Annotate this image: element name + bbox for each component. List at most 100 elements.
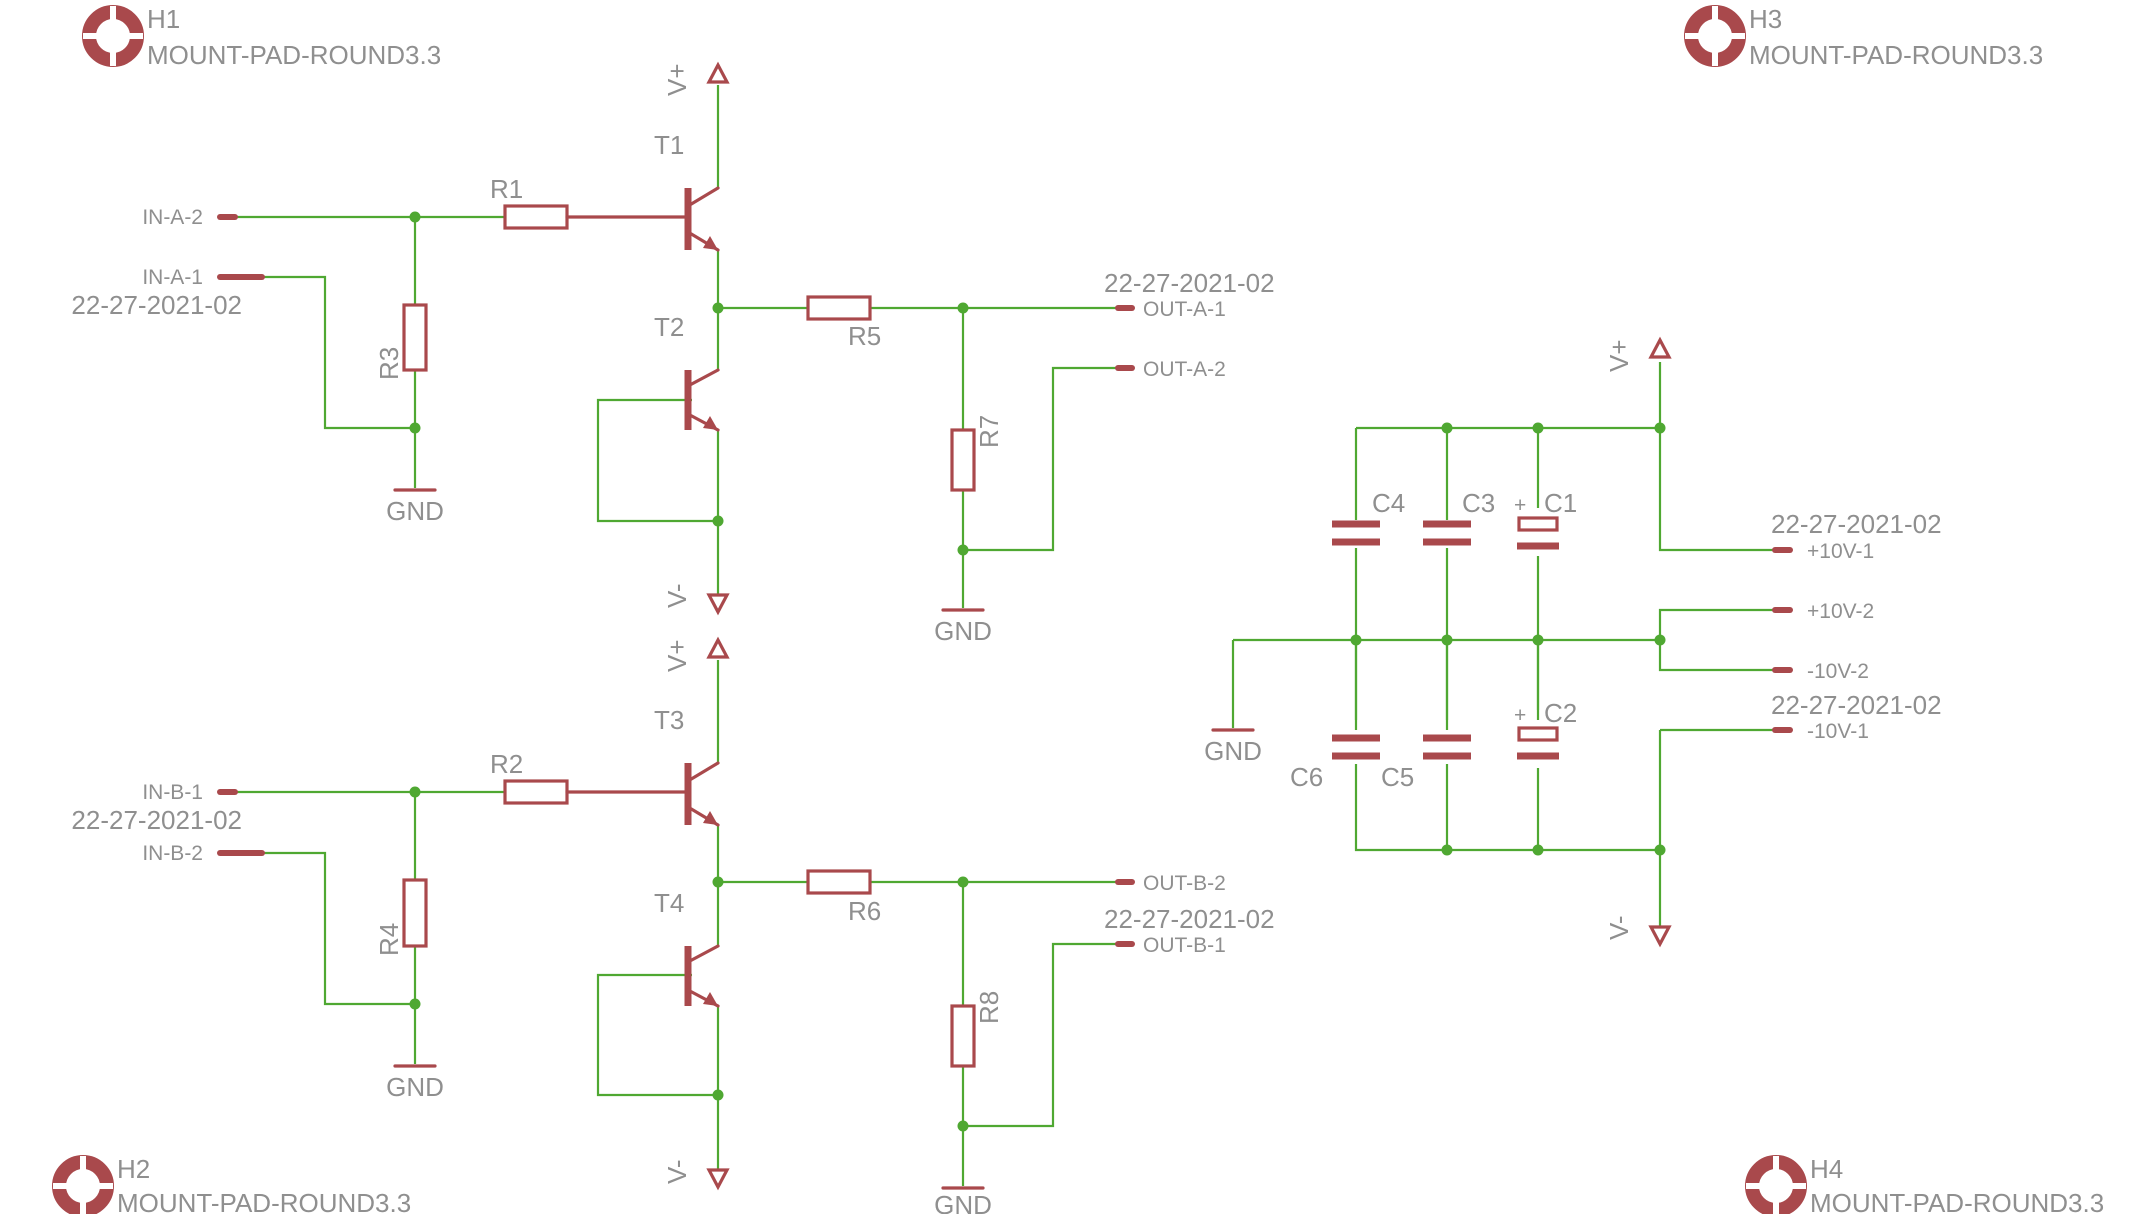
connector-label: +10V-1 [1807, 540, 1874, 563]
connector-out-a-2: OUT-A-2 [1115, 358, 1226, 381]
connector-label: -10V-2 [1807, 660, 1869, 683]
mount-pad-name: H3 [1749, 4, 1782, 34]
capacitor-c2: + C2 [1514, 698, 1577, 760]
resistor-r8: R8 [950, 991, 1004, 1068]
connector-label: OUT-B-2 [1143, 872, 1226, 895]
vminus-symbol-b: V- [662, 1159, 730, 1191]
resistor-icon [806, 869, 872, 895]
vminus-symbol-a: V- [662, 583, 730, 616]
vplus-symbol-a: V+ [662, 61, 730, 96]
capacitor-icon [1423, 734, 1471, 760]
supply-label: V+ [662, 639, 692, 672]
resistor-icon [503, 204, 569, 230]
connector-m10v-2: -10V-2 [1772, 660, 1869, 683]
connector-in-b-2: IN-B-2 [142, 842, 265, 865]
vplus-arrow-icon [706, 61, 730, 84]
resistor-r7: R7 [950, 415, 1004, 492]
polarized-capacitor-icon [1517, 516, 1559, 550]
supply-label: V- [662, 583, 692, 608]
capacitor-c1: + C1 [1514, 488, 1577, 550]
vplus-arrow-icon [1648, 336, 1672, 359]
supply-label: V+ [662, 63, 692, 96]
connector-in-a-1: IN-A-1 22-27-2021-02 [71, 266, 265, 320]
mount-pad-value: MOUNT-PAD-ROUND3.3 [147, 40, 441, 70]
connector-out-b-1: 22-27-2021-02 OUT-B-1 [1104, 904, 1275, 957]
npn-transistor-icon [684, 761, 720, 827]
npn-transistor-icon [684, 186, 720, 252]
transistor-t2: T2 [654, 312, 720, 432]
supply-label: GND [386, 496, 444, 526]
resistor-label: R1 [490, 174, 523, 204]
resistor-icon [402, 878, 428, 948]
capacitor-label: C4 [1372, 488, 1405, 518]
mount-pad-icon [82, 5, 144, 67]
vplus-symbol-b: V+ [662, 636, 730, 672]
transistor-label: T2 [654, 312, 684, 342]
vminus-arrow-icon [1648, 925, 1672, 948]
connector-in-b-1: IN-B-1 22-27-2021-02 [71, 781, 242, 835]
transistor-t4: T4 [654, 888, 720, 1008]
connector-label: OUT-A-2 [1143, 358, 1226, 381]
resistor-label: R4 [374, 923, 404, 956]
capacitor-icon [1332, 520, 1380, 546]
connector-label: IN-B-1 [142, 781, 203, 804]
capacitor-label: C6 [1290, 762, 1323, 792]
capacitor-label: C5 [1381, 762, 1414, 792]
vminus-arrow-icon [706, 1168, 730, 1191]
mount-pad-icon [1684, 5, 1746, 67]
connector-label: IN-B-2 [142, 842, 203, 865]
gnd-symbol-4: GND [934, 1186, 992, 1214]
gnd-symbol-2: GND [934, 608, 992, 646]
vplus-arrow-icon [706, 636, 730, 659]
connector-part-label: 22-27-2021-02 [71, 290, 242, 320]
vminus-arrow-icon [706, 593, 730, 616]
resistor-label: R3 [374, 347, 404, 380]
mount-pad-icon [52, 1155, 114, 1214]
resistor-icon [950, 428, 976, 492]
mount-pad-h3: H3 MOUNT-PAD-ROUND3.3 [1684, 4, 2043, 70]
transistor-label: T4 [654, 888, 684, 918]
resistor-label: R6 [848, 896, 881, 926]
connector-part-label: 22-27-2021-02 [71, 805, 242, 835]
connector-part-label: 22-27-2021-02 [1771, 690, 1942, 720]
supply-label: V+ [1604, 339, 1634, 372]
wires [235, 85, 1775, 1186]
connector-label: OUT-B-1 [1143, 934, 1226, 957]
connector-m10v-1: 22-27-2021-02 -10V-1 [1771, 690, 1942, 743]
connector-out-b-2: OUT-B-2 [1115, 872, 1226, 895]
resistor-r1: R1 [490, 174, 687, 230]
resistor-r2: R2 [490, 749, 687, 805]
connector-part-label: 22-27-2021-02 [1104, 268, 1275, 298]
gnd-symbol-1: GND [386, 488, 444, 526]
capacitor-label: C3 [1462, 488, 1495, 518]
capacitor-c4: C4 [1332, 488, 1405, 546]
transistor-t1: T1 [654, 130, 720, 252]
mount-pad-name: H2 [117, 1154, 150, 1184]
resistor-r5: R5 [806, 295, 881, 351]
npn-transistor-icon [684, 944, 720, 1008]
npn-transistor-icon [684, 368, 720, 432]
transistor-label: T3 [654, 705, 684, 735]
resistor-label: R8 [974, 991, 1004, 1024]
mount-pad-name: H1 [147, 4, 180, 34]
mount-pad-value: MOUNT-PAD-ROUND3.3 [1749, 40, 2043, 70]
resistor-icon [503, 779, 569, 805]
capacitor-c3: C3 [1423, 488, 1495, 546]
gnd-symbol-3: GND [386, 1064, 444, 1102]
connector-p10v-1: 22-27-2021-02 +10V-1 [1771, 509, 1942, 563]
resistor-label: R5 [848, 321, 881, 351]
capacitor-label: C1 [1544, 488, 1577, 518]
vminus-symbol-power: V- [1604, 915, 1672, 948]
mount-pad-h1: H1 MOUNT-PAD-ROUND3.3 [82, 4, 441, 70]
polarized-capacitor-icon [1517, 726, 1559, 760]
polarity-mark: + [1514, 494, 1526, 517]
resistor-icon [806, 295, 872, 321]
resistor-icon [950, 1004, 976, 1068]
mount-pad-h2: H2 MOUNT-PAD-ROUND3.3 [52, 1154, 411, 1214]
mount-pad-h4: H4 MOUNT-PAD-ROUND3.3 [1745, 1154, 2104, 1214]
supply-label: GND [386, 1072, 444, 1102]
connector-label: IN-A-1 [142, 266, 203, 289]
mount-pad-name: H4 [1810, 1154, 1843, 1184]
supply-label: GND [1204, 736, 1262, 766]
